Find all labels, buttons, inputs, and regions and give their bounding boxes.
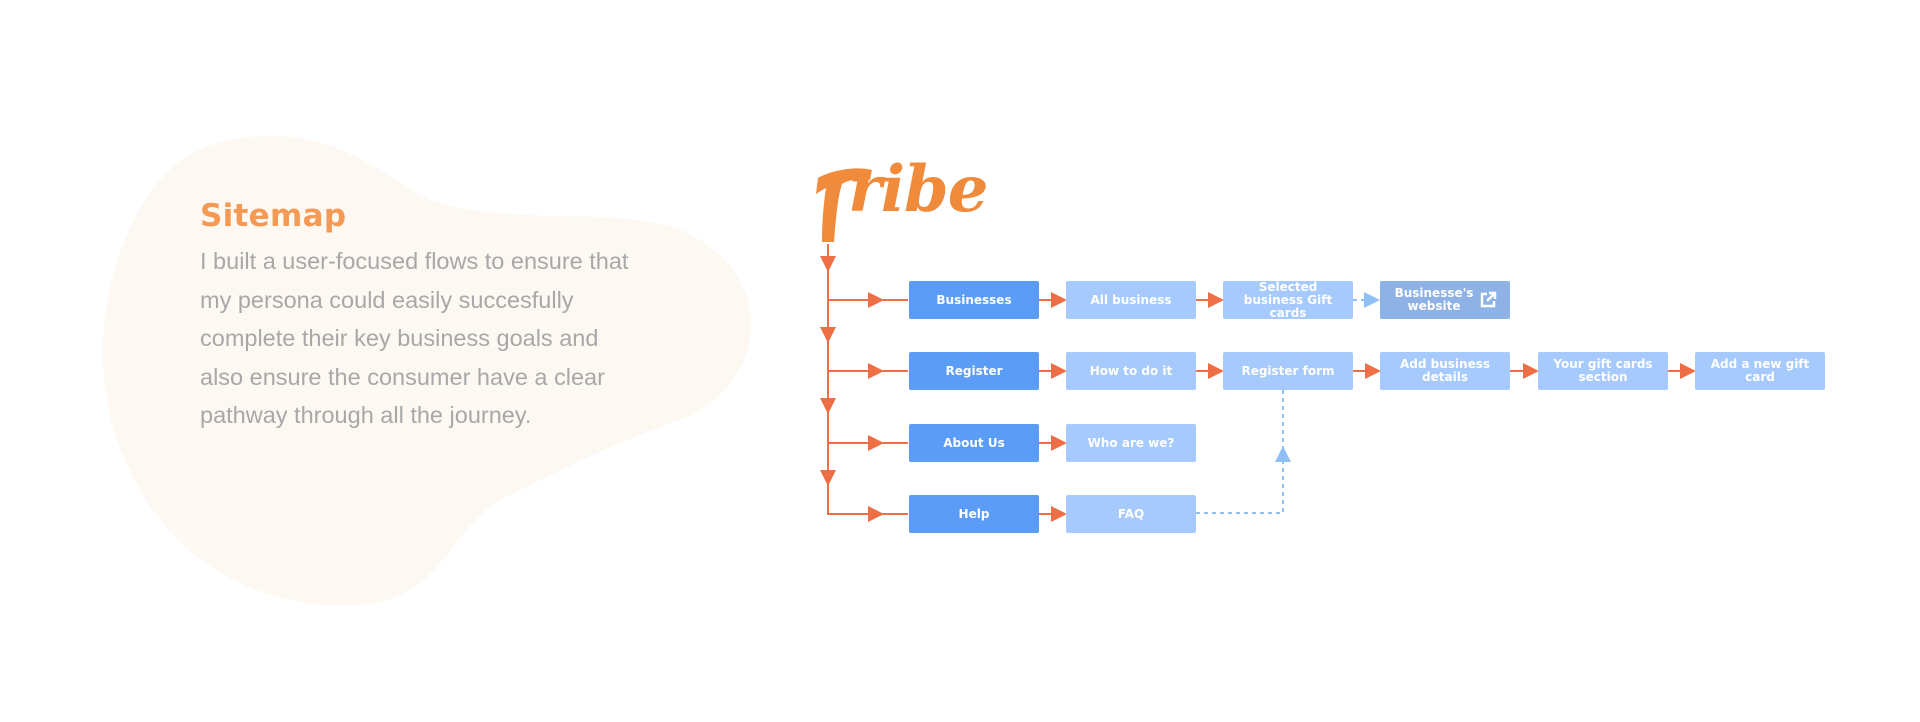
sitemap-title: Sitemap (200, 198, 347, 234)
node-faq: FAQ (1066, 495, 1196, 533)
node-who-are-we: Who are we? (1066, 424, 1196, 462)
intro-section: Sitemap I built a user-focused flows to … (200, 198, 640, 435)
node-add-business-details: Add business details (1380, 352, 1510, 390)
tribe-logo-t (816, 168, 872, 242)
intro-description: I built a user-focused flows to ensure t… (200, 248, 629, 428)
node-selected-business: Selected business Gift cards (1223, 280, 1353, 319)
node-add-gift-card: Add a new gift card (1695, 352, 1825, 390)
node-about-us: About Us (909, 424, 1039, 462)
node-business-website: Businesse's website (1380, 281, 1510, 319)
node-your-gift-cards: Your gift cards section (1538, 352, 1668, 390)
business-website-label: Businesse's website (1394, 286, 1474, 313)
node-businesses: Businesses (909, 281, 1039, 319)
external-link-icon (1480, 291, 1497, 308)
node-register-form: Register form (1223, 352, 1353, 390)
node-register: Register (909, 352, 1039, 390)
node-help: Help (909, 495, 1039, 533)
node-all-business: All business (1066, 281, 1196, 319)
node-how-to-do-it: How to do it (1066, 352, 1196, 390)
tribe-logo: ribe (848, 152, 988, 227)
